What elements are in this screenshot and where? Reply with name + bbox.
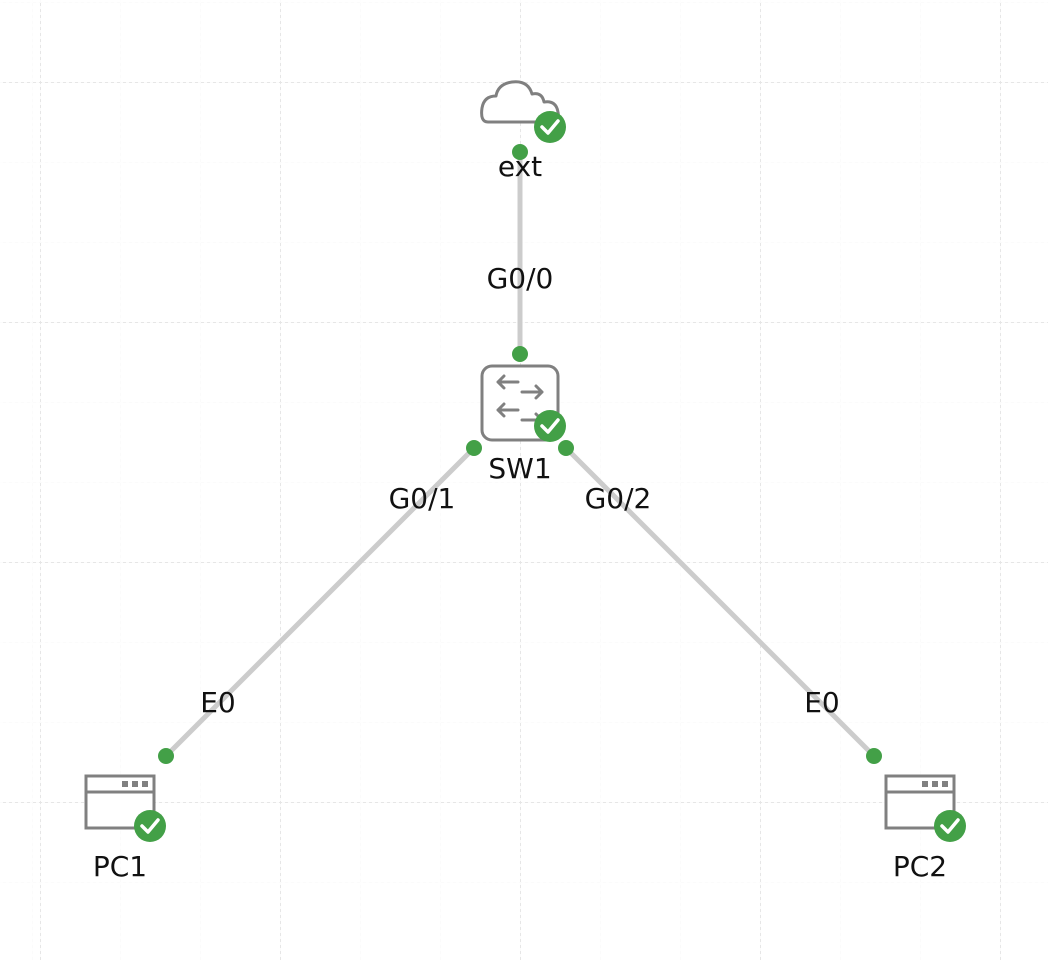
node-pc1[interactable]: PC1 bbox=[84, 774, 166, 883]
link-sw1-pc2[interactable] bbox=[564, 446, 876, 758]
cloud-icon bbox=[480, 80, 560, 124]
port-label-g0-0: G0/0 bbox=[487, 262, 554, 295]
port-label-g0-2: G0/2 bbox=[585, 482, 652, 515]
node-label-pc2: PC2 bbox=[893, 850, 947, 883]
node-label-pc1: PC1 bbox=[93, 850, 147, 883]
status-check-icon bbox=[134, 810, 166, 842]
status-check-icon bbox=[534, 111, 566, 143]
port-dot-sw1-g0-2[interactable] bbox=[558, 440, 574, 456]
status-check-icon bbox=[934, 810, 966, 842]
node-pc2[interactable]: PC2 bbox=[884, 774, 966, 883]
port-dot-ext[interactable] bbox=[512, 144, 528, 160]
port-label-pc2-e0: E0 bbox=[804, 686, 840, 719]
port-dot-pc2-e0[interactable] bbox=[866, 748, 882, 764]
port-label-g0-1: G0/1 bbox=[389, 482, 456, 515]
node-ext[interactable]: ext bbox=[480, 80, 566, 183]
port-dot-sw1-g0-0[interactable] bbox=[512, 346, 528, 362]
port-dot-pc1-e0[interactable] bbox=[158, 748, 174, 764]
port-label-pc1-e0: E0 bbox=[200, 686, 236, 719]
status-check-icon bbox=[534, 410, 566, 442]
link-sw1-pc1[interactable] bbox=[164, 446, 476, 758]
node-sw1[interactable]: SW1 bbox=[480, 364, 566, 485]
port-dot-sw1-g0-1[interactable] bbox=[466, 440, 482, 456]
node-label-ext: ext bbox=[498, 150, 542, 183]
node-label-sw1: SW1 bbox=[488, 452, 551, 485]
